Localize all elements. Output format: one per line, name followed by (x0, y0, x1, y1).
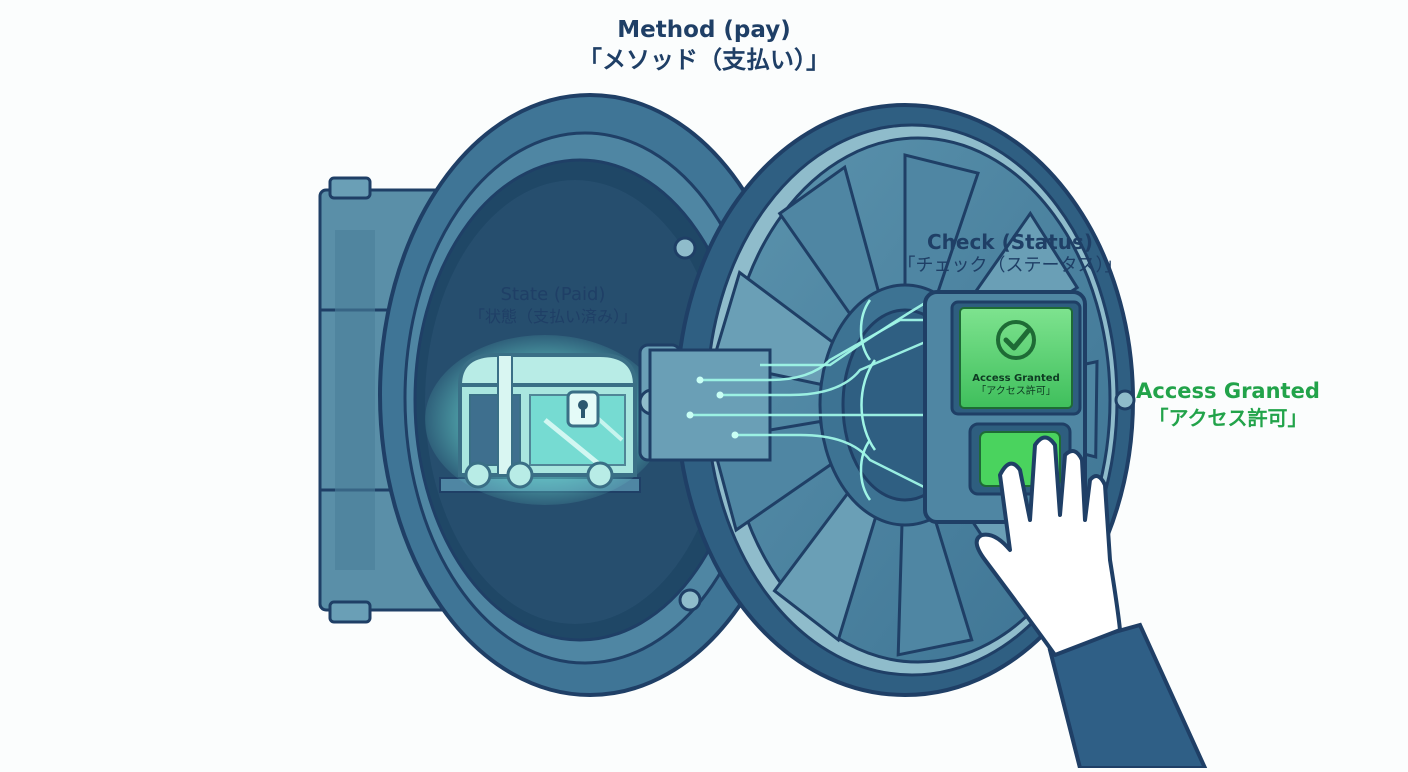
circuit-node (696, 376, 704, 384)
circuit-node (686, 411, 694, 419)
label-access-en: Access Granted (1136, 379, 1320, 403)
circuit-node (731, 431, 739, 439)
label-state: State (Paid) 「状態（支払い済み）」 (408, 284, 698, 328)
screen-status-text: Access Granted 「アクセス許可」 (958, 372, 1074, 398)
treasure-chest-icon (425, 335, 665, 505)
circuit-arc (859, 299, 872, 361)
label-method-en: Method (pay) (617, 17, 791, 43)
circuit-line (760, 298, 931, 367)
label-state-en: State (Paid) (500, 284, 606, 305)
screen-status-en: Access Granted (972, 373, 1060, 384)
circuit-line (700, 318, 930, 382)
checkmark-circle-icon (996, 320, 1036, 360)
keyhole-icon (566, 390, 600, 428)
label-check: Check (Status) 「チェック（ステータス）」 (860, 230, 1160, 278)
label-method: Method (pay) 「メソッド（支払い）」 (554, 16, 854, 76)
label-check-en: Check (Status) (926, 230, 1094, 254)
label-check-jp: 「チェック（ステータス）」 (897, 255, 1123, 276)
circuit-arc (859, 439, 872, 501)
label-access-jp: 「アクセス許可」 (1148, 406, 1308, 430)
circuit-node (716, 391, 724, 399)
circuit-lines (686, 298, 931, 501)
screen-status-jp: 「アクセス許可」 (976, 386, 1056, 397)
label-method-jp: 「メソッド（支払い）」 (578, 46, 830, 74)
label-access: Access Granted 「アクセス許可」 (1118, 378, 1338, 432)
label-state-jp: 「状態（支払い済み）」 (468, 307, 637, 326)
circuit-line (720, 338, 931, 397)
circuit-line (735, 433, 931, 492)
